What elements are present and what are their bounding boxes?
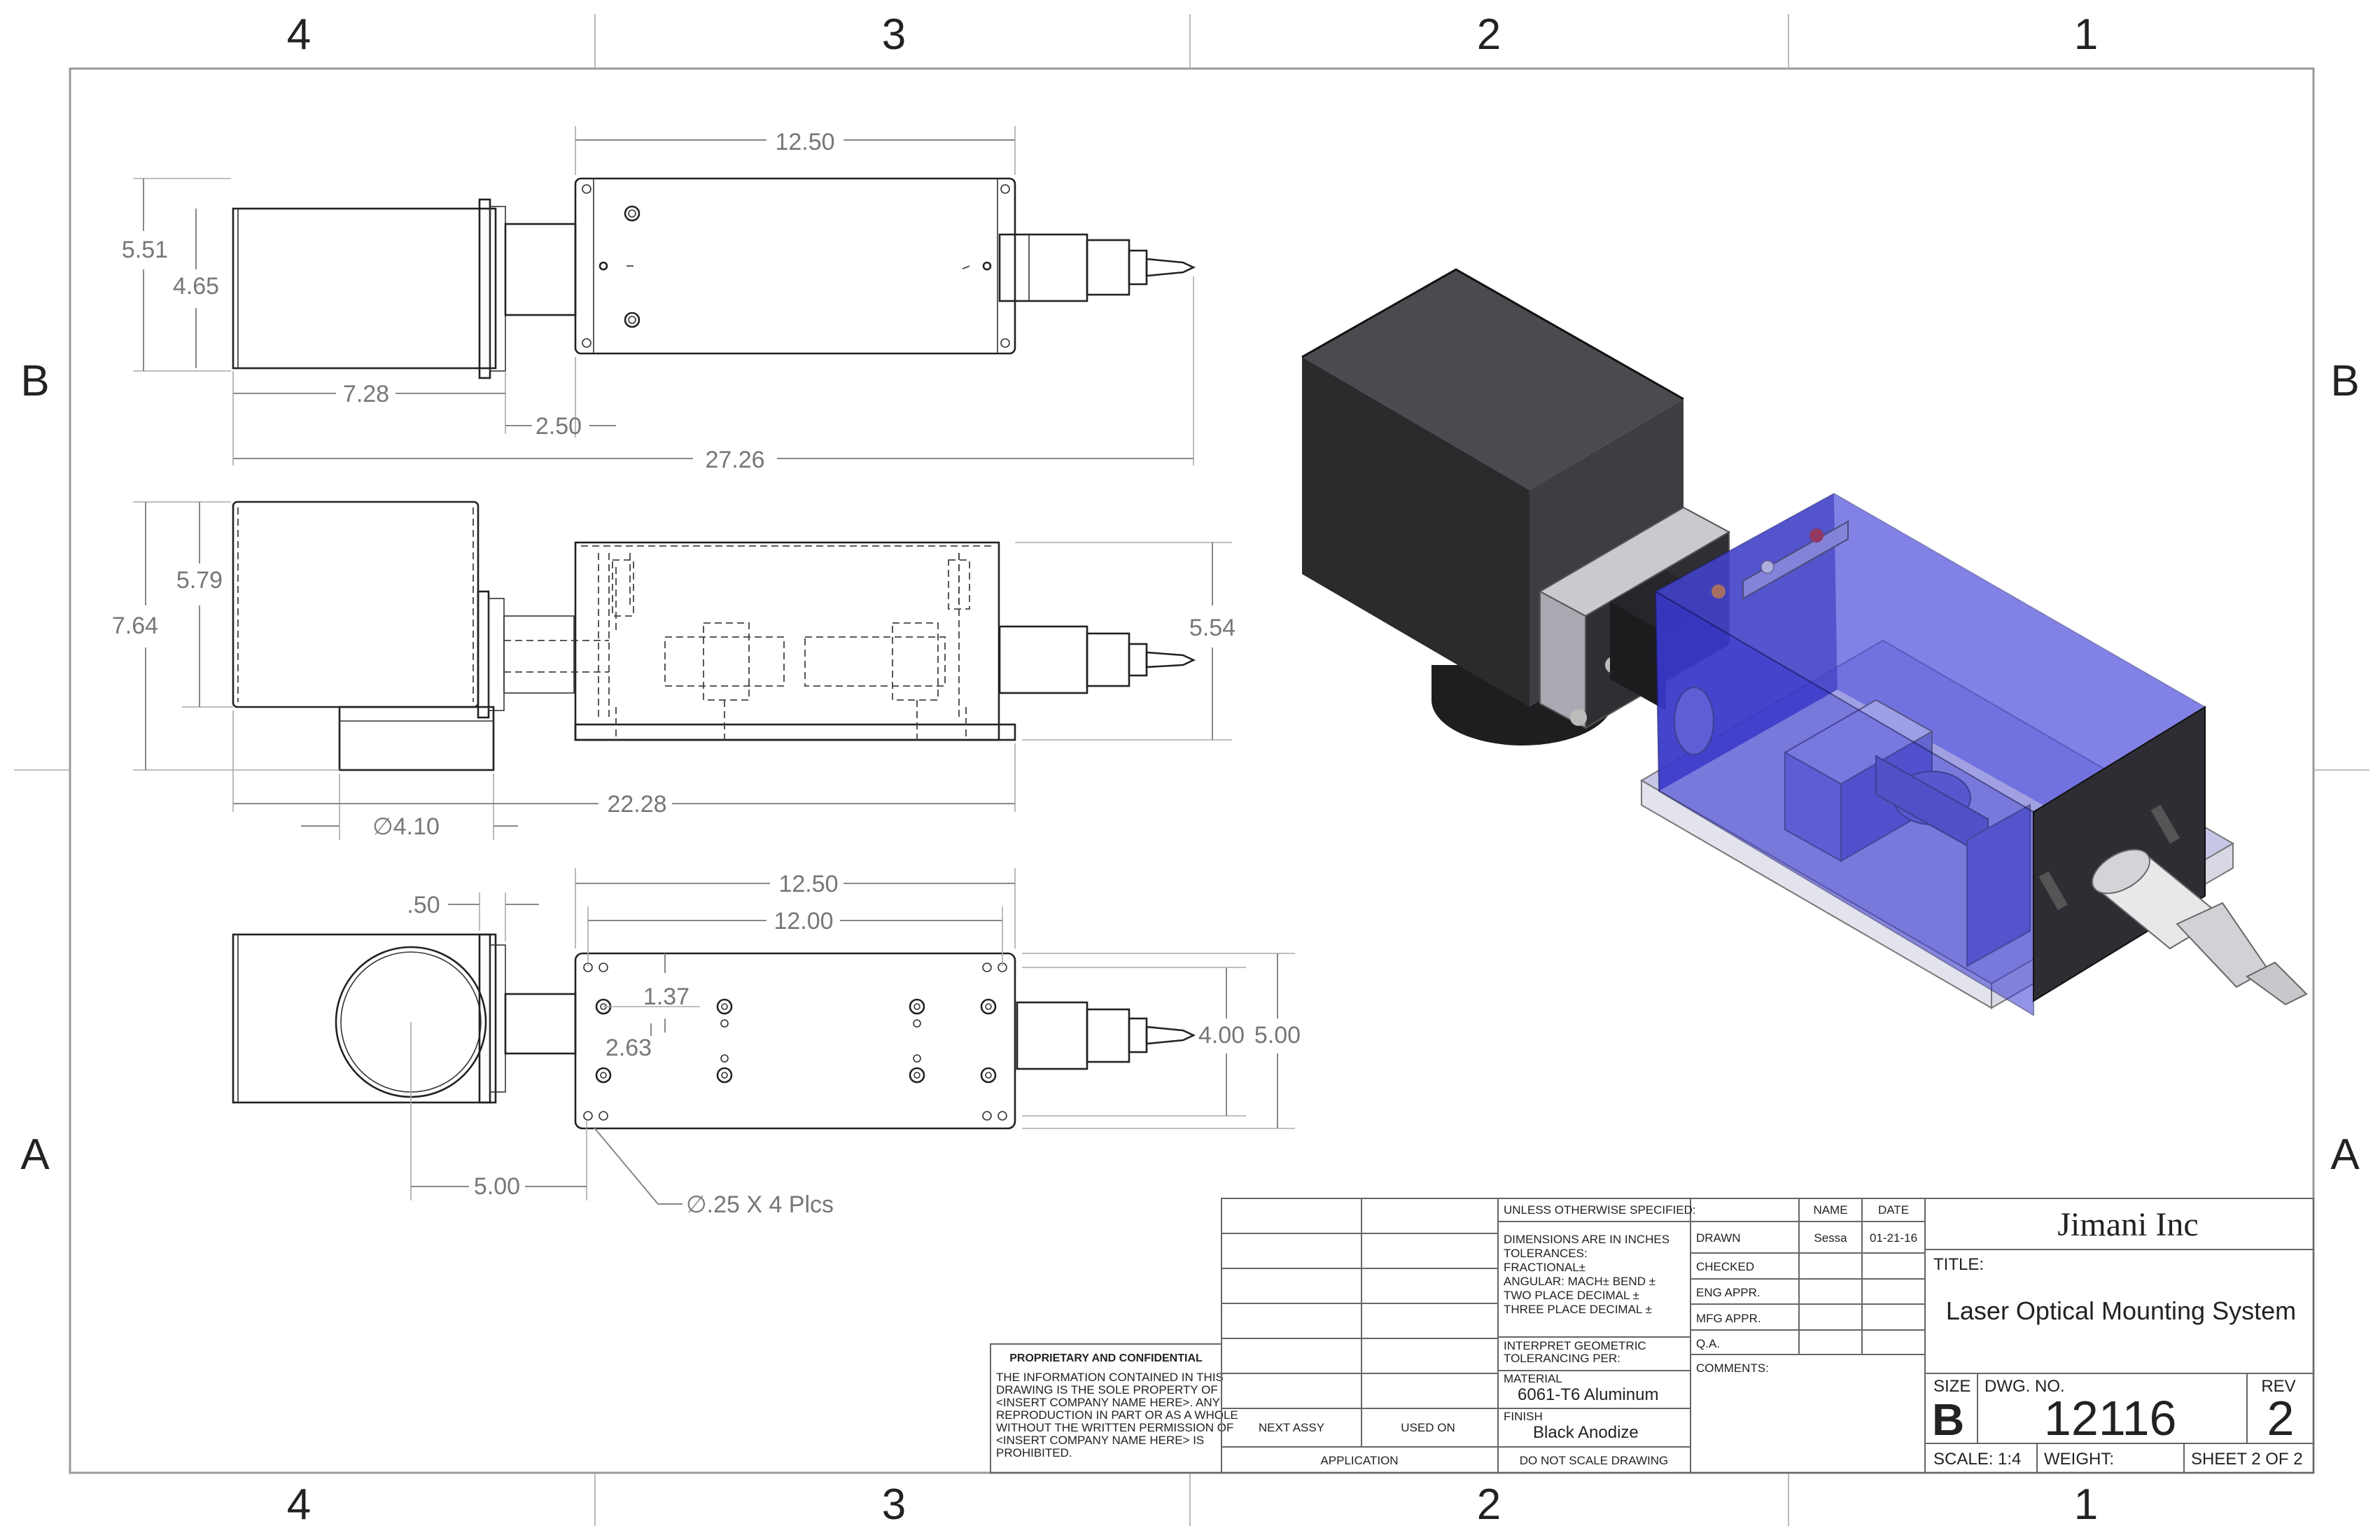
proprietary-line: WITHOUT THE WRITTEN PERMISSION OF: [996, 1421, 1233, 1434]
tb-sheet: SHEET 2 OF 2: [2191, 1450, 2303, 1469]
tb-material: 6061-T6 Aluminum: [1518, 1385, 1658, 1404]
dim-bottom-2-63: 2.63: [606, 1035, 652, 1061]
tb-interpret: INTERPRET GEOMETRIC: [1504, 1339, 1646, 1352]
tb-mfg-appr: MFG APPR.: [1696, 1312, 1761, 1325]
tb-rev-label: REV: [2261, 1377, 2295, 1396]
side-view: 7.64 5.79 5.54 ∅4.10 22.28: [112, 500, 1236, 840]
zone-row-a-right: A: [2330, 1130, 2360, 1179]
zone-labels: 4 3 2 1 4 3 2 1 B B A A: [20, 10, 2360, 1529]
proprietary-line: THE INFORMATION CONTAINED IN THIS: [996, 1371, 1224, 1384]
dim-bottom-5-00-horizontal: 5.00: [474, 1173, 520, 1200]
tb-next-assy: NEXT ASSY: [1259, 1421, 1324, 1434]
tb-rev: 2: [2267, 1391, 2295, 1446]
proprietary-line: <INSERT COMPANY NAME HERE>. ANY: [996, 1396, 1220, 1409]
dim-bottom-12-00: 12.00: [774, 908, 833, 934]
bottom-view: 12.50 12.00 .50 1.37 2.63 4.00 5.00 5.00: [232, 868, 1301, 1218]
tb-name-header: NAME: [1813, 1203, 1847, 1217]
dim-top-27-26: 27.26: [705, 447, 764, 473]
tb-date-header: DATE: [1878, 1203, 1909, 1217]
dim-top-2-50: 2.50: [536, 413, 582, 440]
tb-dwg-no-label: DWG. NO.: [1984, 1377, 2065, 1396]
dim-top-12-50: 12.50: [775, 129, 834, 155]
tb-three-place: THREE PLACE DECIMAL ±: [1504, 1303, 1652, 1316]
tb-dims-inches: DIMENSIONS ARE IN INCHES: [1504, 1233, 1670, 1246]
proprietary-line: REPRODUCTION IN PART OR AS A WHOLE: [996, 1408, 1238, 1422]
tb-size: B: [1932, 1394, 1964, 1445]
tb-title: Laser Optical Mounting System: [1946, 1296, 2296, 1325]
tb-used-on: USED ON: [1401, 1421, 1455, 1434]
zone-row-b-right: B: [2330, 357, 2359, 405]
dim-bottom-hole-callout: ∅.25 X 4 Plcs: [686, 1191, 834, 1218]
tb-unless: UNLESS OTHERWISE SPECIFIED:: [1504, 1203, 1696, 1217]
tb-drawn-date: 01-21-16: [1870, 1231, 1917, 1245]
dim-bottom-12-50: 12.50: [778, 871, 838, 897]
tb-weight: WEIGHT:: [2044, 1450, 2114, 1469]
zone-col-4-bottom: 4: [287, 1480, 311, 1529]
zone-col-1-bottom: 1: [2074, 1480, 2098, 1529]
tb-company: Jimani Inc: [2057, 1206, 2198, 1243]
tb-angular: ANGULAR: MACH± BEND ±: [1504, 1275, 1656, 1288]
zone-col-3-bottom: 3: [882, 1480, 906, 1529]
tb-qa: Q.A.: [1696, 1337, 1720, 1350]
dim-side-dia-4-10: ∅4.10: [372, 813, 440, 840]
tb-application: APPLICATION: [1320, 1454, 1398, 1467]
tb-finish-label: FINISH: [1504, 1410, 1543, 1423]
tb-material-label: MATERIAL: [1504, 1372, 1562, 1385]
dim-bottom-50: .50: [407, 892, 440, 918]
tb-tolerancing: TOLERANCING PER:: [1504, 1352, 1620, 1365]
proprietary-line: <INSERT COMPANY NAME HERE> IS: [996, 1434, 1204, 1447]
tb-drawn-name: Sessa: [1814, 1231, 1847, 1245]
proprietary-block: PROPRIETARY AND CONFIDENTIAL THE INFORMA…: [990, 1343, 1238, 1474]
isometric-view: [1301, 268, 2308, 1016]
dim-top-5-51: 5.51: [122, 237, 168, 263]
zone-row-b-left: B: [20, 357, 49, 405]
tb-do-not-scale: DO NOT SCALE DRAWING: [1520, 1454, 1669, 1467]
tb-finish: Black Anodize: [1533, 1423, 1639, 1442]
top-view: 12.50 5.51 4.65 7.28 2.50 27.26: [122, 126, 1196, 473]
dim-bottom-4-00: 4.00: [1198, 1022, 1245, 1049]
dim-side-5-79: 5.79: [176, 567, 223, 594]
tb-two-place: TWO PLACE DECIMAL ±: [1504, 1289, 1639, 1302]
zone-col-2-top: 2: [1477, 10, 1501, 59]
dim-top-7-28: 7.28: [343, 381, 389, 407]
tb-size-label: SIZE: [1933, 1377, 1970, 1396]
tb-eng-appr: ENG APPR.: [1696, 1286, 1760, 1299]
zone-col-3-top: 3: [882, 10, 906, 59]
proprietary-line: DRAWING IS THE SOLE PROPERTY OF: [996, 1383, 1218, 1396]
tb-tolerances: TOLERANCES:: [1504, 1247, 1588, 1260]
zone-row-a-left: A: [20, 1130, 50, 1179]
title-block: NEXT ASSY USED ON APPLICATION UNLESS OTH…: [1221, 1198, 2314, 1474]
dim-top-4-65: 4.65: [173, 273, 219, 300]
dim-bottom-5-00-vertical: 5.00: [1254, 1022, 1301, 1049]
tb-comments: COMMENTS:: [1696, 1362, 1769, 1375]
zone-col-2-bottom: 2: [1477, 1480, 1501, 1529]
proprietary-heading: PROPRIETARY AND CONFIDENTIAL: [1009, 1352, 1203, 1364]
tb-scale: SCALE: 1:4: [1933, 1450, 2021, 1469]
tb-title-label: TITLE:: [1933, 1255, 1984, 1274]
dim-bottom-1-37: 1.37: [643, 983, 690, 1010]
zone-col-4-top: 4: [287, 10, 311, 59]
tb-drawn: DRAWN: [1696, 1231, 1741, 1245]
tb-checked: CHECKED: [1696, 1260, 1754, 1273]
zone-col-1-top: 1: [2074, 10, 2098, 59]
tb-fractional: FRACTIONAL±: [1504, 1261, 1586, 1274]
dim-side-7-64: 7.64: [112, 612, 158, 639]
proprietary-line: PROHIBITED.: [996, 1446, 1072, 1460]
tb-dwg-no: 12116: [2044, 1391, 2176, 1446]
dim-side-5-54: 5.54: [1189, 615, 1236, 641]
dim-side-22-28: 22.28: [607, 791, 666, 818]
